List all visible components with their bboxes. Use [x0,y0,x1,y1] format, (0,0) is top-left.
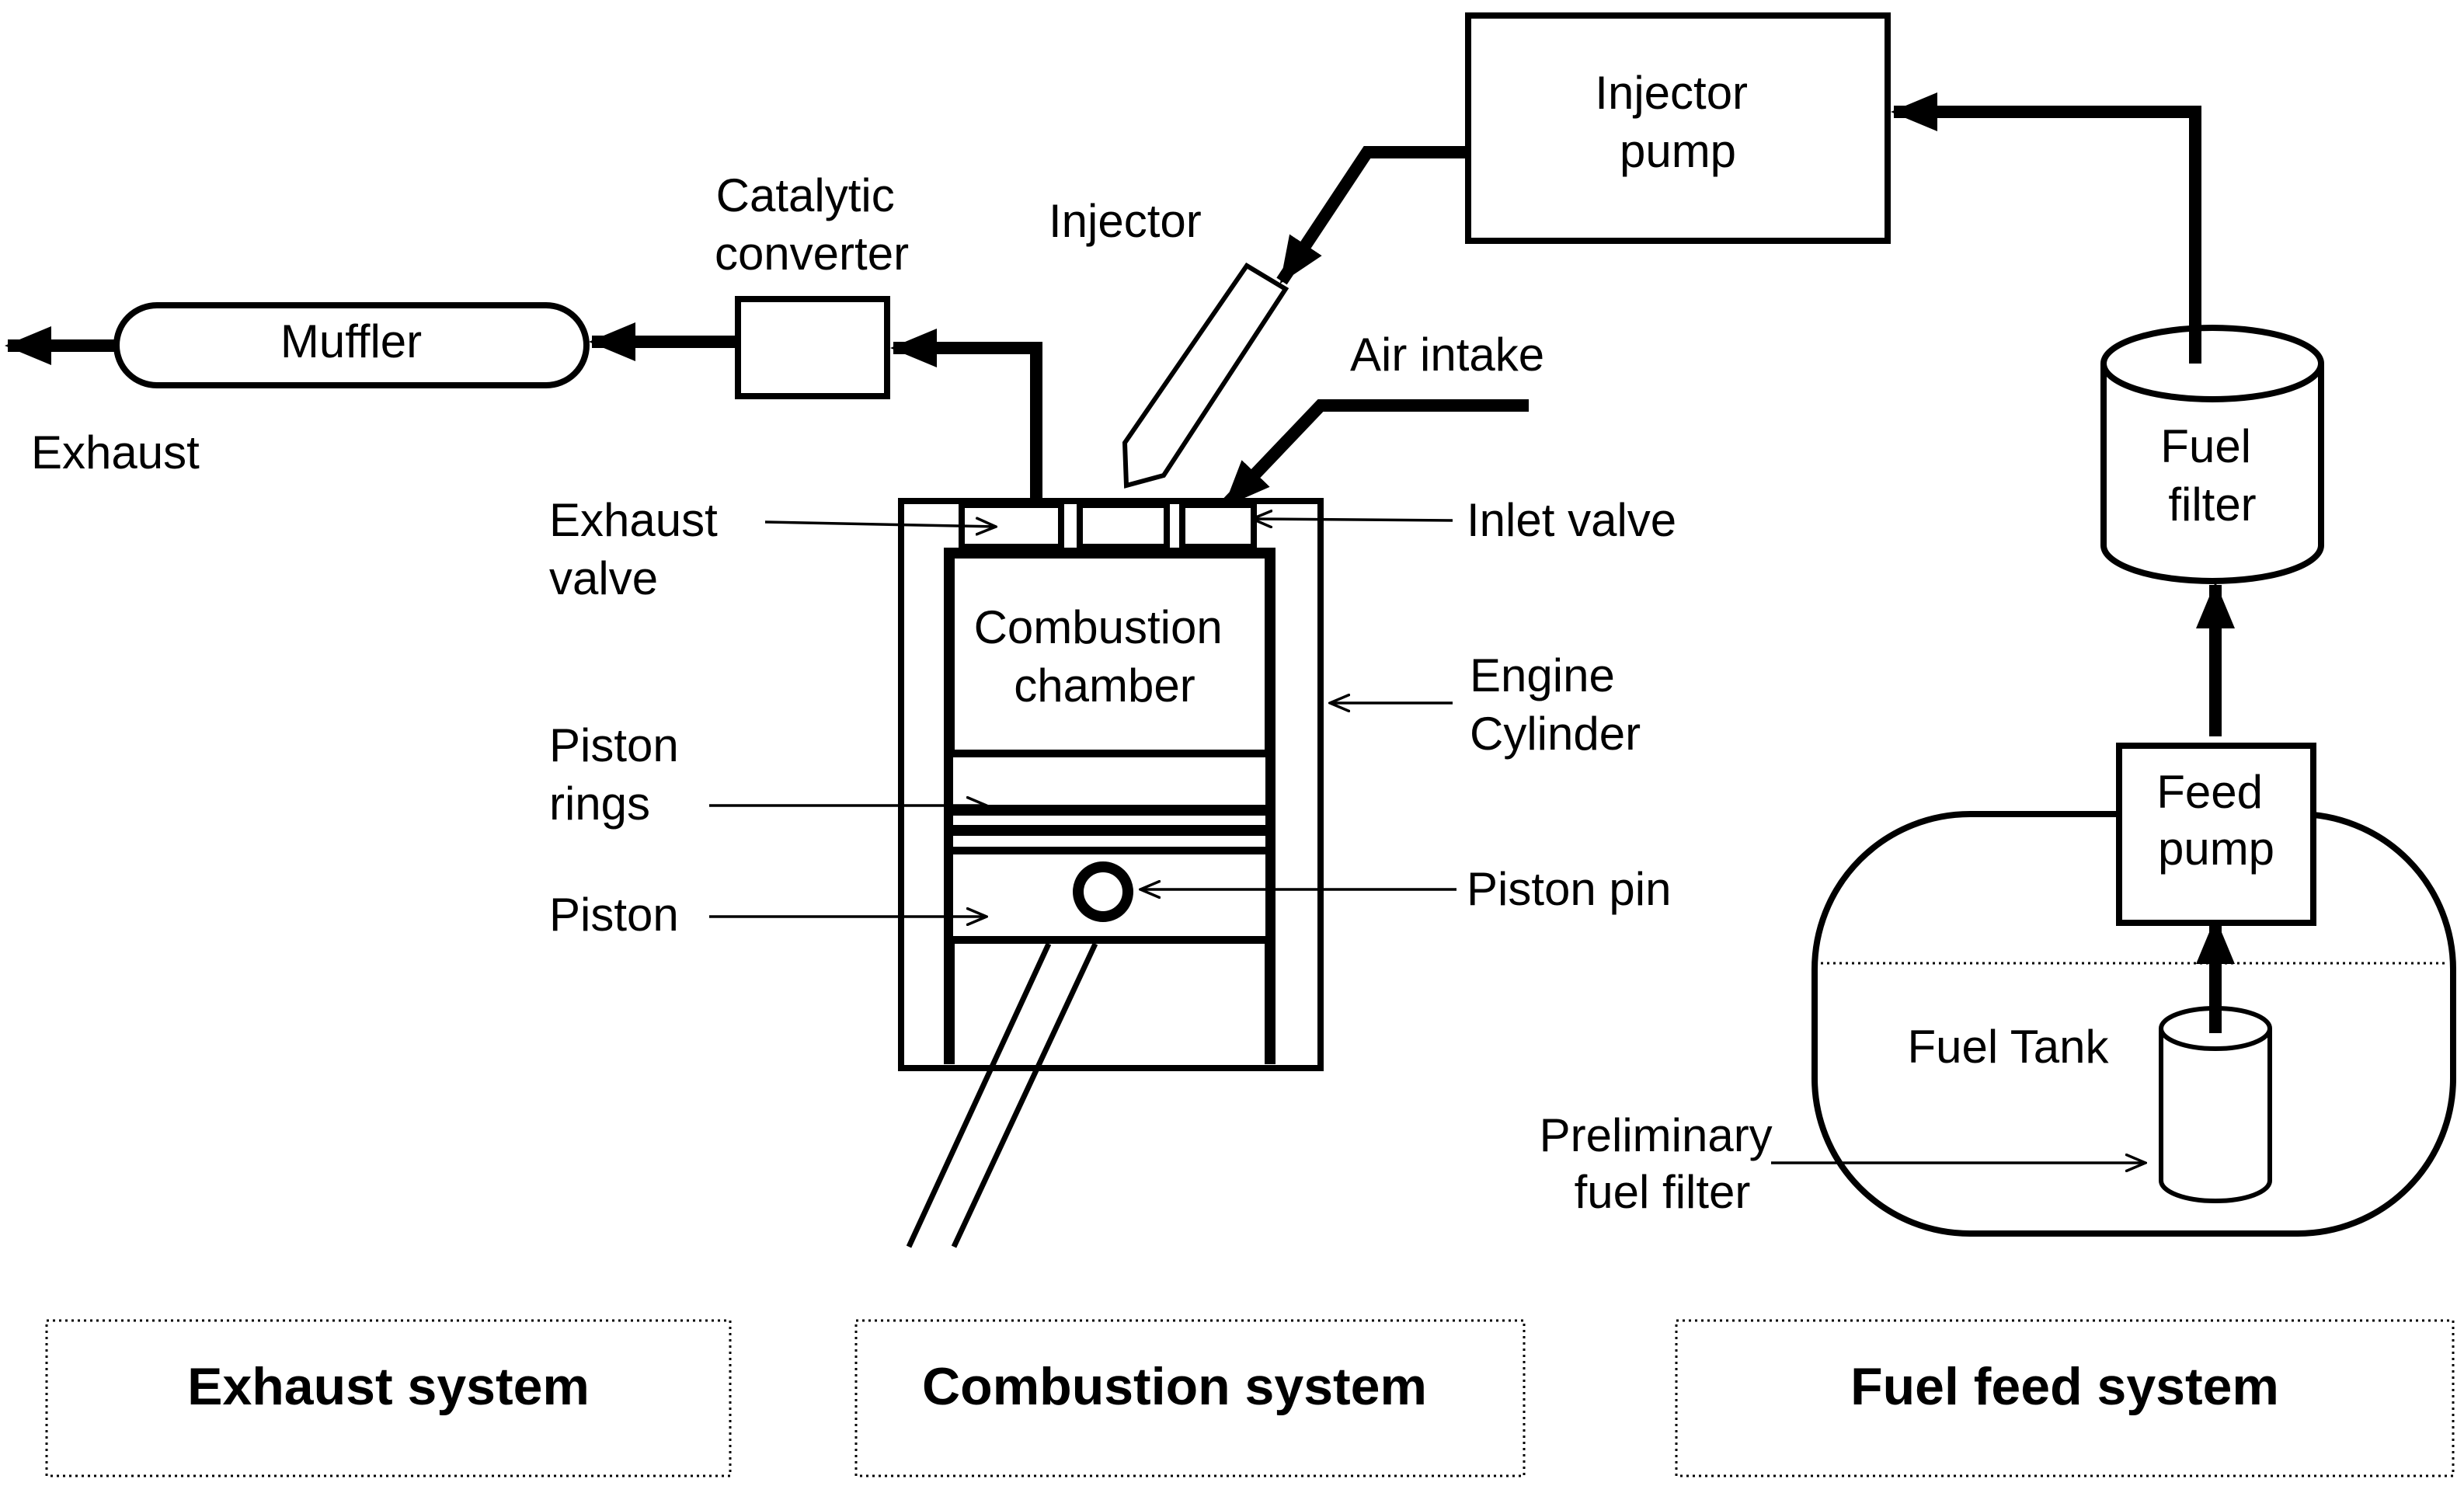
exhaust-system-label: Exhaust system [187,1357,590,1416]
catalytic-converter-label: Catalytic converter [715,169,909,280]
combustion-system-box [854,1319,1526,1477]
muffler-label: Muffler [280,315,422,367]
exhaust-line-to-converter [890,329,1042,501]
exhaust-valve-leader [764,522,996,527]
exhaust-valve-label: Exhaust valve [549,494,730,604]
inlet-valve [1179,502,1257,550]
engine-cylinder-label: Engine Cylinder [1470,649,1641,760]
injector-port [1077,502,1170,550]
fuel-feed-system-label: Fuel feed system [1850,1357,2279,1416]
preliminary-fuel-filter [2159,1006,2272,1203]
flow-arrow-filter-to-injectorpump [1891,92,2201,364]
injector [1122,262,1289,489]
feed-pump [2116,743,2316,926]
preliminary-fuel-filter-label: Preliminary fuel filter [1540,1109,1786,1218]
fuel-filter-label: Fuel filter [2160,420,2264,531]
combustion-system-label: Combustion system [922,1357,1427,1416]
combustion-chamber-label: Combustion chamber [974,601,1236,712]
fuel-line-to-injector [1276,146,1468,285]
connecting-rod [906,942,1098,1248]
air-intake-line [1221,399,1529,510]
exhaust-system-box [45,1319,732,1477]
injector-pump-label: Injector pump [1595,67,1760,177]
piston-pin [1073,861,1133,922]
piston-label: Piston [549,889,679,941]
piston-rings-label: Piston rings [549,719,691,830]
exhaust-label: Exhaust [31,426,200,479]
inlet-valve-leader [1252,519,1453,520]
air-intake-label: Air intake [1350,329,1544,381]
injector-label: Injector [1049,195,1202,247]
fuel-tank-label: Fuel Tank [1907,1021,2109,1073]
inlet-valve-label: Inlet valve [1467,494,1676,546]
engine-cylinder [898,498,1324,1071]
piston-pin-label: Piston pin [1467,863,1672,915]
feed-pump-label: Feed pump [2156,766,2275,875]
injector-pump [1465,12,1891,244]
fuel-filter [2100,325,2324,584]
catalytic-converter [735,296,890,399]
